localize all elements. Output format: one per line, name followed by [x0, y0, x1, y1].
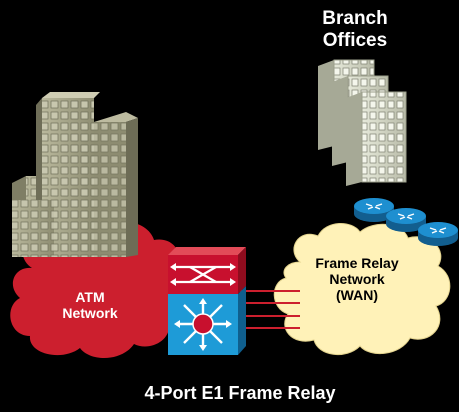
label-line: ATM	[75, 289, 105, 305]
label-line: Branch	[322, 8, 388, 29]
router-icon	[386, 208, 426, 232]
branch-building-icon	[346, 91, 407, 186]
router-icon	[418, 222, 458, 246]
label-line: Network	[62, 305, 118, 322]
multilayer-switch-icon	[168, 247, 246, 355]
frame-relay-cloud-icon	[273, 223, 451, 356]
label-line: (WAN)	[336, 287, 378, 304]
label-line: Network	[329, 271, 385, 288]
router-icon	[354, 198, 394, 222]
diagram-caption: 4-Port E1 Frame Relay	[144, 383, 336, 403]
label-line: Frame Relay	[315, 255, 399, 271]
label-line: Offices	[322, 29, 388, 51]
e1-links	[240, 290, 300, 329]
headquarters-building-icon	[12, 92, 138, 257]
